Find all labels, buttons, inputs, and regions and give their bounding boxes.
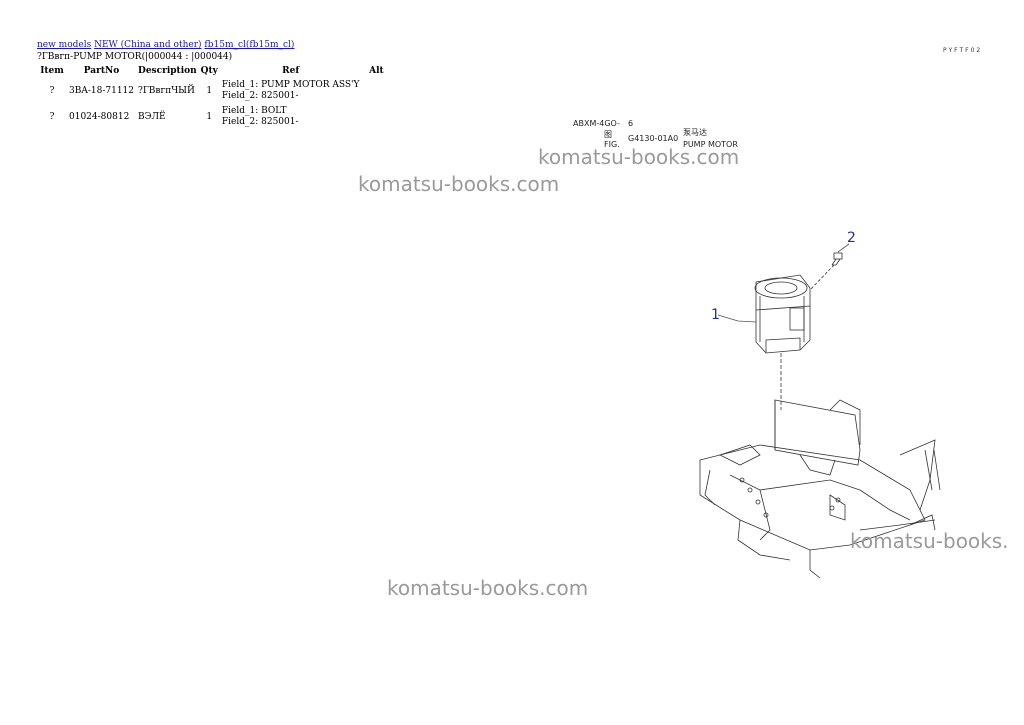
header-qty: Qty [200,66,218,76]
parts-table: Item PartNo Description Qty Ref Alt ? 3B… [37,64,391,130]
bolt-part [831,252,843,266]
page-title: ?ГВвгп-PUMP MOTOR(|000044 : |000044) [37,52,233,62]
table-row: ? 3BA-18-71112 ?ГВвгпЧЫЙ 1 Field_1: PUMP… [37,78,391,104]
table-header-row: Item PartNo Description Qty Ref Alt [37,64,391,78]
figure-name-en: PUMP MOTOR [683,140,738,149]
cell-partno: 3BA-18-71112 [69,86,135,96]
cell-alt [361,104,391,130]
cell-partno: 01024-80812 [69,112,130,122]
breadcrumb-link-new-china[interactable]: NEW (China and other) [94,40,202,50]
header-item: Item [40,66,64,76]
header-ref: Ref [282,66,300,76]
watermark-text: komatsu-books. [850,529,1009,553]
cell-ref: Field_1: BOLT Field_2: 825001- [220,104,362,130]
ref-field-1: Field_1: PUMP MOTOR ASS'Y [221,80,360,90]
cell-description: ВЭЛЁ [138,112,166,122]
cell-qty: 1 [206,112,213,122]
figure-label-en: FIG. [604,140,620,149]
cell-item: ? [49,112,55,122]
callout-1: 1 [711,307,720,323]
header-partno: PartNo [83,66,120,76]
watermark-text: komatsu-books.com [538,145,740,169]
header-description: Description [138,66,197,76]
figure-code: ABXM-4GO- [573,119,620,128]
breadcrumb: new models NEW (China and other) fb15m_c… [37,40,294,50]
ref-field-1: Field_1: BOLT [221,106,287,116]
cell-alt [361,78,391,104]
ref-field-2: Field_2: 825001- [221,117,299,127]
figure-name-cn: 泵马达 [683,128,707,137]
cell-description: ?ГВвгпЧЫЙ [138,86,195,96]
watermark-text: komatsu-books.com [387,576,589,600]
cell-item: ? [49,86,55,96]
breadcrumb-link-new-models[interactable]: new models [37,40,92,50]
table-row: ? 01024-80812 ВЭЛЁ 1 Field_1: BOLT Field… [37,104,391,130]
truck-chassis [699,399,941,579]
breadcrumb-link-model[interactable]: fb15m_cl(fb15m_cl) [204,40,295,50]
watermark-text: komatsu-books.com [358,172,560,196]
figure-number: G4130-01A0 [628,134,679,143]
figure-label-cn: 图 [604,130,612,139]
callout-2: 2 [847,230,856,246]
cell-qty: 1 [206,86,213,96]
ref-field-2: Field_2: 825001- [221,91,299,101]
figure-code-suffix: 6 [628,119,634,128]
document-code: PYFTF02 [943,47,983,54]
pump-motor-part [754,274,811,354]
header-alt: Alt [369,66,384,76]
exploded-parts-drawing [699,243,941,579]
cell-ref: Field_1: PUMP MOTOR ASS'Y Field_2: 82500… [220,78,362,104]
